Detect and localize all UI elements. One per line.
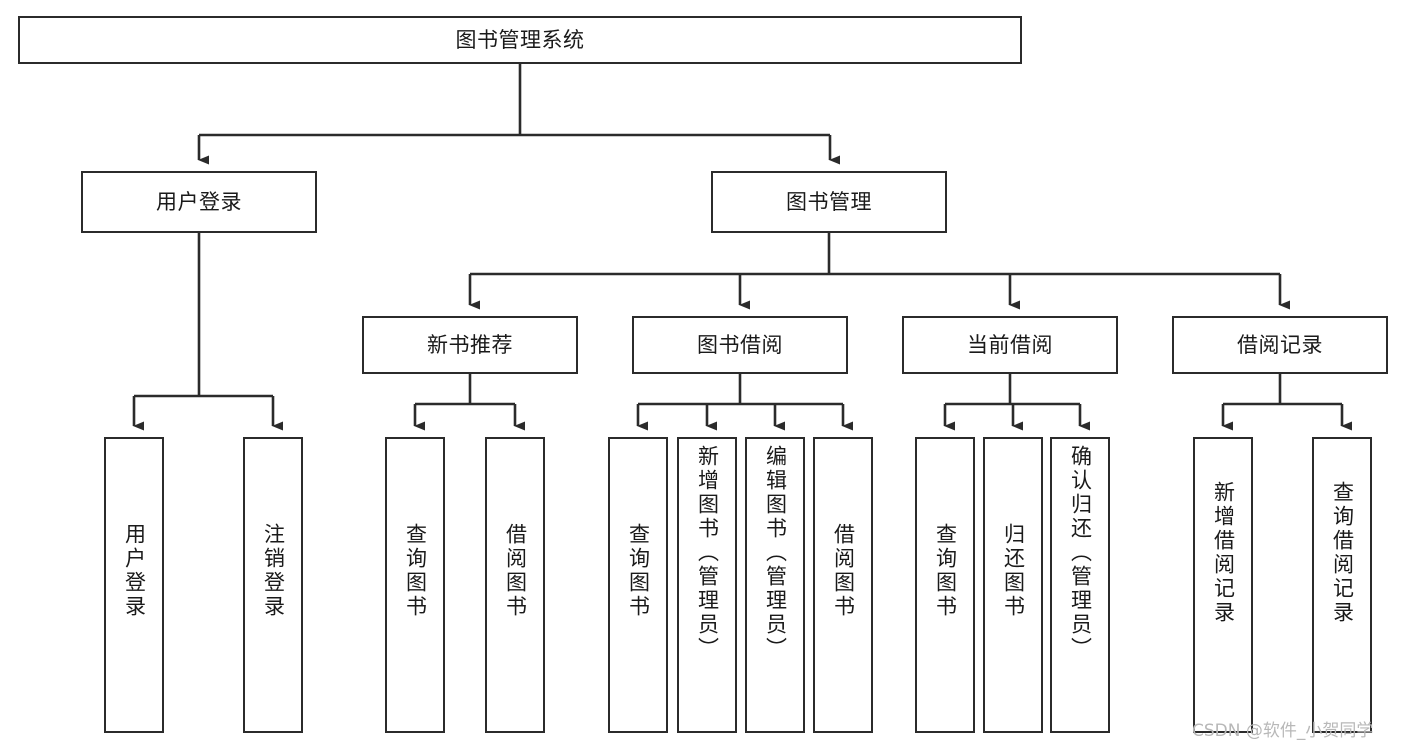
node-leaf-user-login[interactable]: 用户登录: [104, 437, 164, 733]
watermark-text: CSDN @软件_小贺同学: [1192, 721, 1374, 741]
node-leaf-borrow-book-2-label: 借阅图书: [831, 523, 856, 619]
node-leaf-add-book[interactable]: 新增图书（管理员）: [677, 437, 737, 733]
node-leaf-confirm-return[interactable]: 确认归还（管理员）: [1050, 437, 1110, 733]
node-leaf-add-record[interactable]: 新增借阅记录: [1193, 437, 1253, 733]
node-leaf-query-book-3[interactable]: 查询图书: [915, 437, 975, 733]
node-user-login[interactable]: 用户登录: [81, 171, 317, 233]
node-book-borrow[interactable]: 图书借阅: [632, 316, 848, 374]
node-borrow-record[interactable]: 借阅记录: [1172, 316, 1388, 374]
node-leaf-edit-book-label: 编辑图书（管理员）: [763, 445, 788, 661]
node-user-login-label: 用户登录: [156, 189, 242, 214]
node-leaf-query-book-2[interactable]: 查询图书: [608, 437, 668, 733]
node-leaf-query-record[interactable]: 查询借阅记录: [1312, 437, 1372, 733]
node-book-borrow-label: 图书借阅: [697, 332, 783, 357]
node-leaf-query-book-1[interactable]: 查询图书: [385, 437, 445, 733]
node-root-label: 图书管理系统: [455, 27, 585, 52]
node-current-borrow-label: 当前借阅: [967, 332, 1053, 357]
node-book-manage-label: 图书管理: [786, 189, 872, 214]
node-leaf-query-book-2-label: 查询图书: [626, 523, 651, 619]
node-leaf-confirm-return-label: 确认归还（管理员）: [1068, 445, 1093, 661]
node-book-manage[interactable]: 图书管理: [711, 171, 947, 233]
node-leaf-borrow-book-1[interactable]: 借阅图书: [485, 437, 545, 733]
node-leaf-user-logout[interactable]: 注销登录: [243, 437, 303, 733]
node-leaf-query-book-3-label: 查询图书: [933, 523, 958, 619]
node-leaf-edit-book[interactable]: 编辑图书（管理员）: [745, 437, 805, 733]
node-root[interactable]: 图书管理系统: [18, 16, 1022, 64]
node-leaf-user-login-label: 用户登录: [122, 523, 147, 619]
node-leaf-add-book-label: 新增图书（管理员）: [695, 445, 720, 661]
node-leaf-borrow-book-2[interactable]: 借阅图书: [813, 437, 873, 733]
node-leaf-return-book-label: 归还图书: [1001, 523, 1026, 619]
node-leaf-query-record-label: 查询借阅记录: [1330, 481, 1355, 625]
node-leaf-return-book[interactable]: 归还图书: [983, 437, 1043, 733]
node-leaf-add-record-label: 新增借阅记录: [1211, 481, 1236, 625]
node-new-book-recommend-label: 新书推荐: [427, 332, 513, 357]
node-new-book-recommend[interactable]: 新书推荐: [362, 316, 578, 374]
node-leaf-borrow-book-1-label: 借阅图书: [503, 523, 528, 619]
node-leaf-query-book-1-label: 查询图书: [403, 523, 428, 619]
node-leaf-user-logout-label: 注销登录: [261, 523, 286, 619]
node-borrow-record-label: 借阅记录: [1237, 332, 1323, 357]
node-current-borrow[interactable]: 当前借阅: [902, 316, 1118, 374]
